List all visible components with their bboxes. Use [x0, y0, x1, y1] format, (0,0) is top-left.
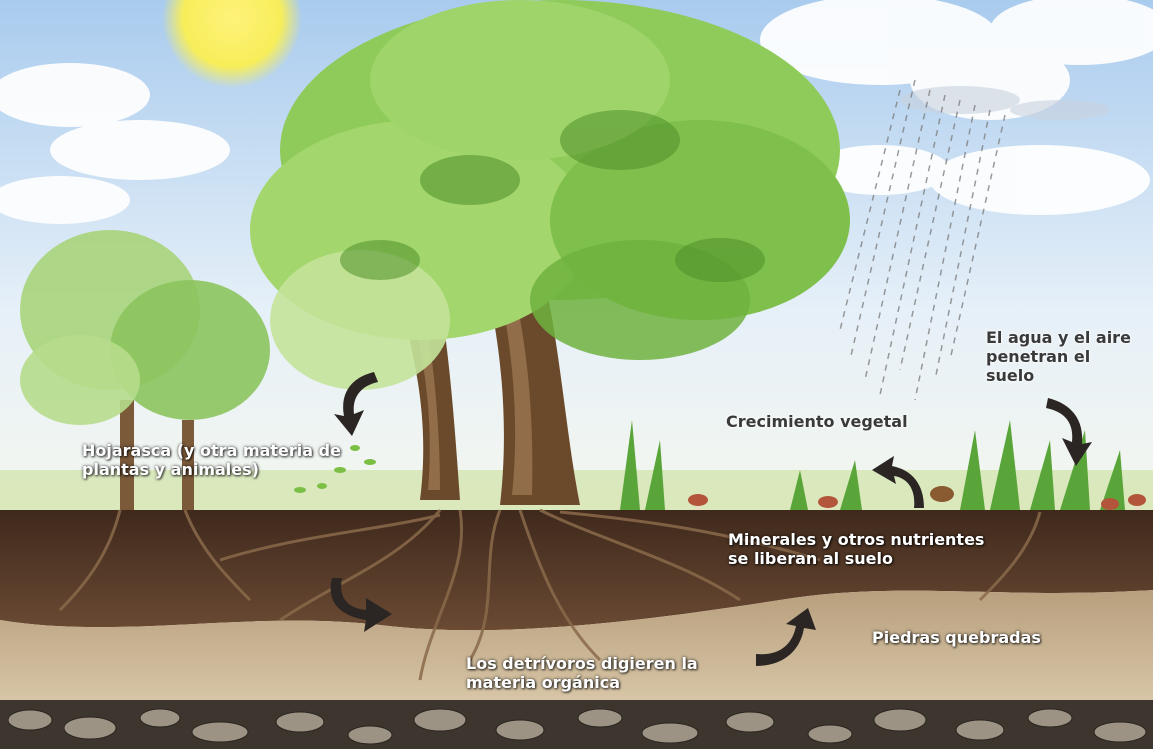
label-minerales-line2: se liberan al suelo	[728, 549, 984, 568]
label-detrivoros-line1: Los detrívoros digieren la	[466, 654, 698, 673]
arrow-detrivoros-icon	[322, 574, 394, 636]
label-piedras: Piedras quebradas	[872, 628, 1041, 647]
arrow-agua-aire-icon	[1042, 392, 1098, 468]
arrow-crecimiento-icon	[872, 450, 930, 512]
label-agua-aire-line3: suelo	[986, 366, 1131, 385]
arrow-piedras-icon	[752, 608, 822, 670]
label-agua-aire: El agua y el aire penetran el suelo	[986, 328, 1131, 385]
label-agua-aire-line2: penetran el	[986, 347, 1131, 366]
label-crecimiento: Crecimiento vegetal	[726, 412, 908, 431]
label-minerales: Minerales y otros nutrientes se liberan …	[728, 530, 984, 568]
arrow-hojarasca-icon	[330, 368, 382, 438]
label-hojarasca-line2: plantas y animales)	[82, 460, 341, 479]
label-detrivoros-line2: materia orgánica	[466, 673, 698, 692]
label-detrivoros: Los detrívoros digieren la materia orgán…	[466, 654, 698, 692]
label-hojarasca-line1: Hojarasca (y otra materia de	[82, 441, 341, 460]
label-minerales-line1: Minerales y otros nutrientes	[728, 530, 984, 549]
label-agua-aire-line1: El agua y el aire	[986, 328, 1131, 347]
label-hojarasca: Hojarasca (y otra materia de plantas y a…	[82, 441, 341, 479]
